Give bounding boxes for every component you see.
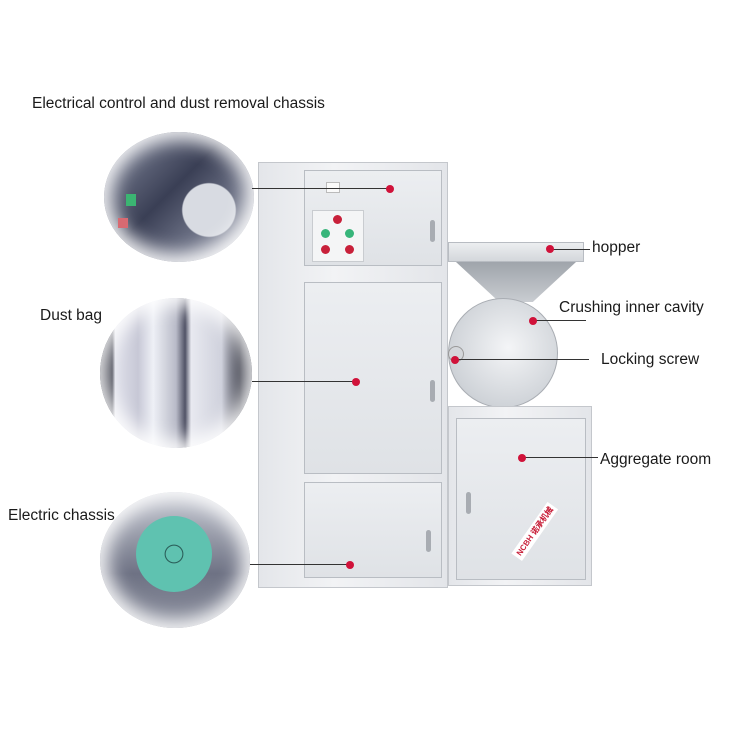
leader-electric-chassis [250,564,350,565]
label-electric-chassis: Electric chassis [8,507,115,524]
inset-electrical-control-photo [104,132,254,262]
inset-electric-chassis-photo [100,492,250,628]
marker-dot-icon [451,356,459,364]
leader-hopper [550,249,590,250]
label-aggregate-room: Aggregate room [600,451,712,468]
leader-dust-bag [252,381,356,382]
green-button-icon[interactable] [321,229,330,238]
label-hopper: hopper [592,239,641,256]
marker-dot-icon [346,561,354,569]
hopper [448,242,584,262]
marker-dot-icon [352,378,360,386]
marker-dot-icon [518,454,526,462]
crushing-chamber [448,298,558,408]
hopper-funnel [456,262,576,302]
leader-aggregate-room [522,457,598,458]
marker-dot-icon [386,185,394,193]
label-dust-bag: Dust bag [40,307,103,324]
door-handle-icon[interactable] [426,530,431,552]
green-connector-icon [126,194,136,206]
dust-bag-door [304,282,442,474]
green-button-icon[interactable] [345,229,354,238]
motor-fan-icon [136,516,212,592]
red-connector-icon [118,218,128,228]
label-locking-screw: Locking screw [601,351,700,368]
door-handle-icon[interactable] [466,492,471,514]
control-button-panel [312,210,364,262]
gauge-icon [326,182,340,193]
red-button-icon[interactable] [345,245,354,254]
marker-dot-icon [546,245,554,253]
leader-crushing-cavity [533,320,586,321]
marker-dot-icon [529,317,537,325]
red-button-icon[interactable] [321,245,330,254]
inset-dust-bag-photo [100,298,252,448]
door-handle-icon[interactable] [430,380,435,402]
red-button-icon[interactable] [333,215,342,224]
label-electrical-control: Electrical control and dust removal chas… [32,95,325,112]
leader-locking-screw [455,359,589,360]
electric-chassis-door [304,482,442,578]
door-handle-icon[interactable] [430,220,435,242]
leader-electrical-control [252,188,390,189]
label-crushing-cavity: Crushing inner cavity [559,299,704,316]
